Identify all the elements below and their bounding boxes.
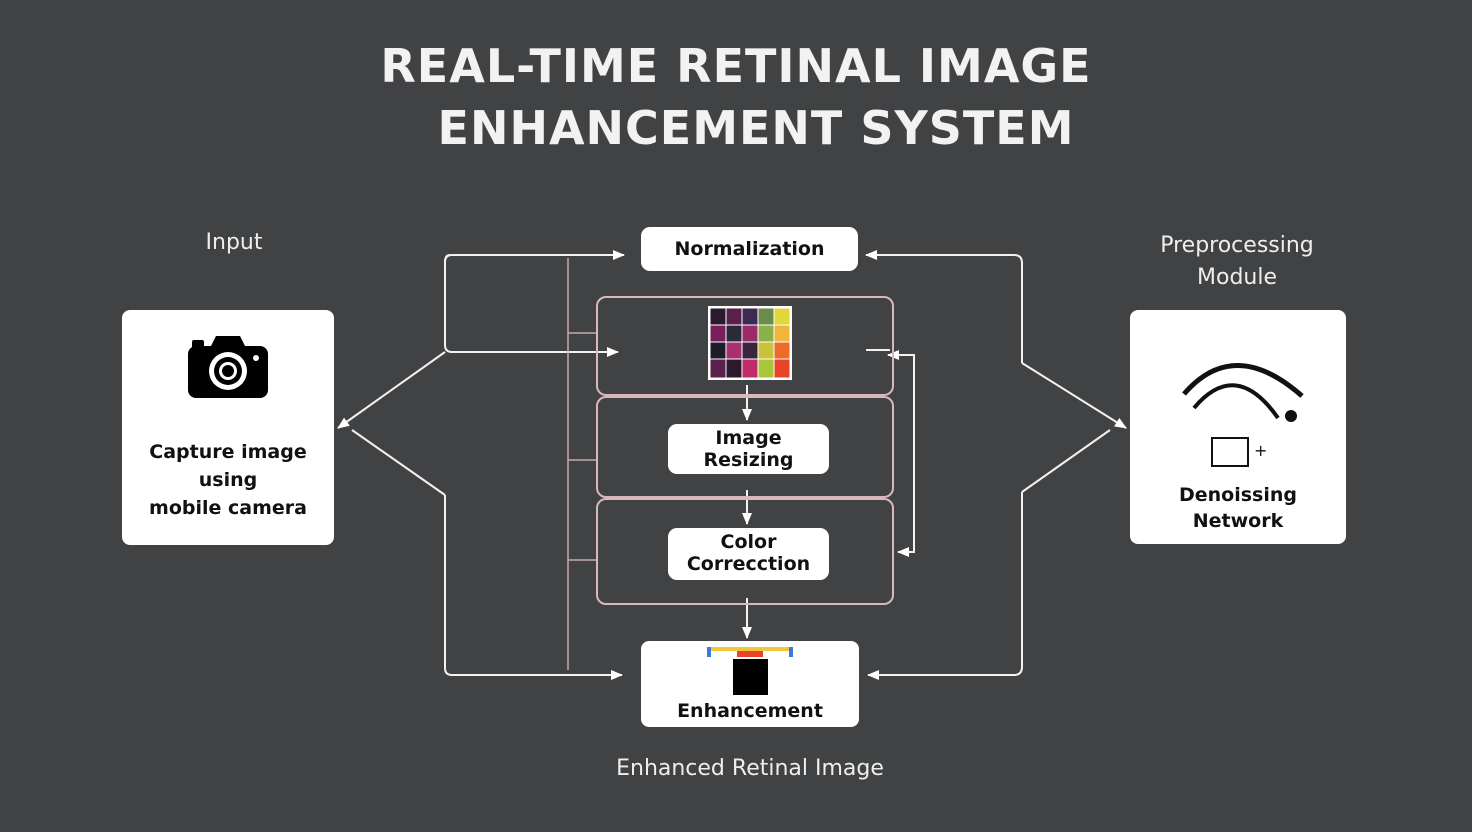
enhancement-icon (707, 647, 793, 695)
enhancement-card: Enhancement (641, 641, 859, 727)
input-heading: Input (205, 230, 263, 255)
color-grid-icon (708, 306, 792, 380)
svg-text:+: + (1254, 441, 1267, 460)
left-to-input-upper (337, 351, 446, 429)
input-card: Capture image using mobile camera (122, 310, 334, 545)
camera-icon (188, 336, 268, 398)
right-to-preprocessing-upper (1021, 362, 1127, 429)
diagram-title-line2: ENHANCEMENT SYSTEM (437, 101, 1075, 155)
right-to-normalization (865, 250, 1023, 363)
output-label: Enhanced Retinal Image (616, 756, 884, 781)
left-to-input-lower (351, 429, 446, 496)
right-to-preprocessing-lower (1021, 429, 1111, 493)
preprocessing-description: Denoissing Network (1178, 484, 1297, 532)
left-to-enhancement (444, 495, 623, 680)
resizing-stage-frame (596, 396, 894, 498)
image-resizing-step: Image Resizing (668, 424, 829, 474)
color-stage-frame (596, 498, 894, 605)
color-correction-step: Color Correcction (668, 528, 829, 580)
preprocessing-card: + Denoissing Network (1130, 310, 1346, 544)
diagram-title-line1: REAL-TIME RETINAL IMAGE (380, 39, 1092, 93)
left-to-normalization (444, 250, 625, 263)
preprocessing-heading: Preprocessing Module (1160, 233, 1314, 290)
grid-stage-frame (596, 296, 894, 396)
right-to-enhancement (867, 492, 1023, 680)
arc-and-square-icon: + (1182, 363, 1304, 467)
enhancement-label: Enhancement (677, 700, 823, 722)
normalization-step: Normalization (641, 227, 858, 271)
left-loop-top (444, 254, 619, 357)
input-description: Capture image using mobile camera (149, 441, 307, 519)
